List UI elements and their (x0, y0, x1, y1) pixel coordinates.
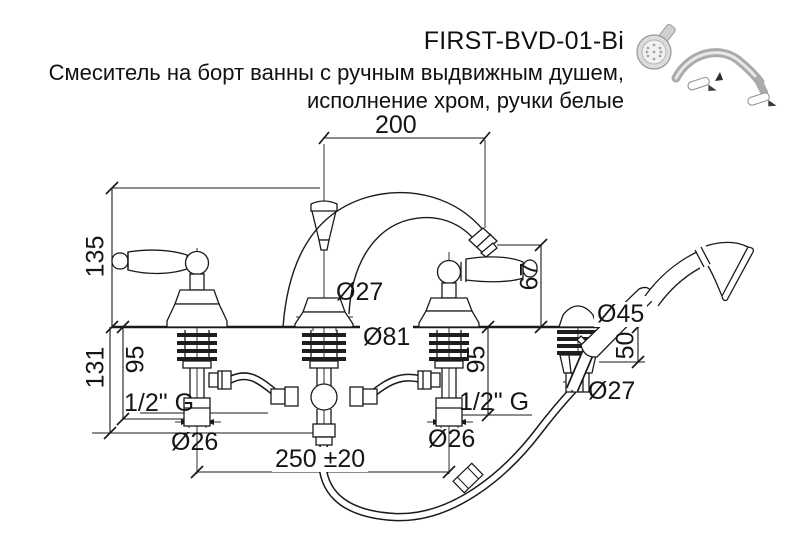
left-handle (111, 249, 228, 328)
hose-coupling (452, 462, 484, 494)
dim-under-deck-right: 95 (462, 345, 491, 374)
faucet-photo (671, 48, 777, 107)
spout-outlet (468, 227, 498, 258)
handshower-photo (636, 23, 676, 70)
model-number: FIRST-BVD-01-Bi (423, 27, 624, 55)
dim-base-flange-dia: Ø81 (360, 325, 414, 350)
dim-outlet-height: 67 (515, 262, 544, 291)
header-block: FIRST-BVD-01-Bi Смеситель на борт ванны … (40, 26, 624, 114)
dim-thread-left: 1/2" G (124, 389, 195, 417)
dim-under-deck-left: 95 (121, 345, 150, 374)
description-line-1: Смеситель на борт ванны с ручным выдвижн… (48, 60, 624, 86)
dim-thread-right: 1/2" G (459, 388, 530, 416)
dim-holder-base-dia: Ø45 (594, 302, 648, 327)
spout-under-deck-tee (270, 330, 378, 446)
right-handle (418, 256, 538, 328)
dim-valve-shank-dia-right: Ø26 (428, 425, 476, 453)
dim-spout-shank-dia: Ø27 (336, 278, 384, 306)
dim-holder-under-deck: 50 (611, 331, 640, 360)
product-photo (636, 23, 777, 107)
left-valve-under-deck (177, 330, 232, 427)
dim-spout-height: 135 (81, 235, 110, 278)
spout (282, 191, 498, 328)
description-line-2: исполнение хром, ручки белые (306, 87, 624, 113)
spout-arc (282, 191, 485, 328)
shower-hose (228, 372, 578, 522)
dim-under-deck-total: 131 (81, 346, 110, 389)
right-valve-under-deck (417, 330, 469, 427)
dim-holder-shank-dia: Ø27 (588, 377, 636, 405)
dim-valve-shank-dia-left: Ø26 (171, 428, 219, 456)
dim-spout-reach: 200 (375, 111, 417, 139)
dim-valve-spacing: 250 ±20 (272, 447, 369, 472)
